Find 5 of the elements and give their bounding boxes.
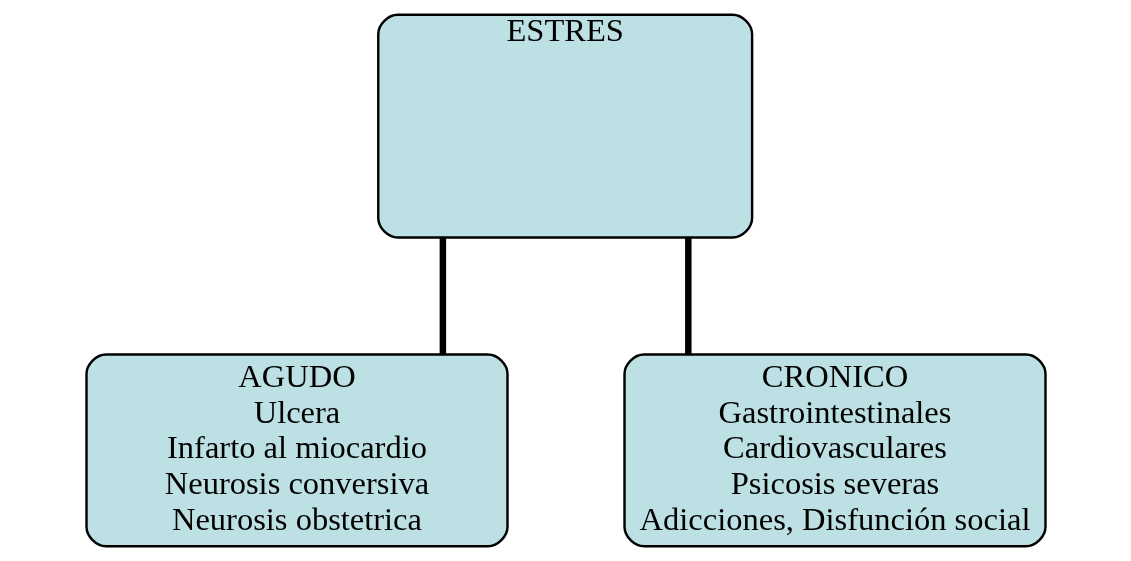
node-box: AGUDO Ulcera Infarto al miocardio Neurosis conversiva Neurosis obstetrica bbox=[84, 353, 509, 548]
connector bbox=[684, 237, 692, 355]
node-box: ESTRES bbox=[376, 13, 753, 239]
node-box: CRONICO Gastrointestinales Cardiovasculares Psicosis severas Adicciones, Disfunción social bbox=[622, 353, 1047, 548]
connector bbox=[439, 237, 446, 355]
